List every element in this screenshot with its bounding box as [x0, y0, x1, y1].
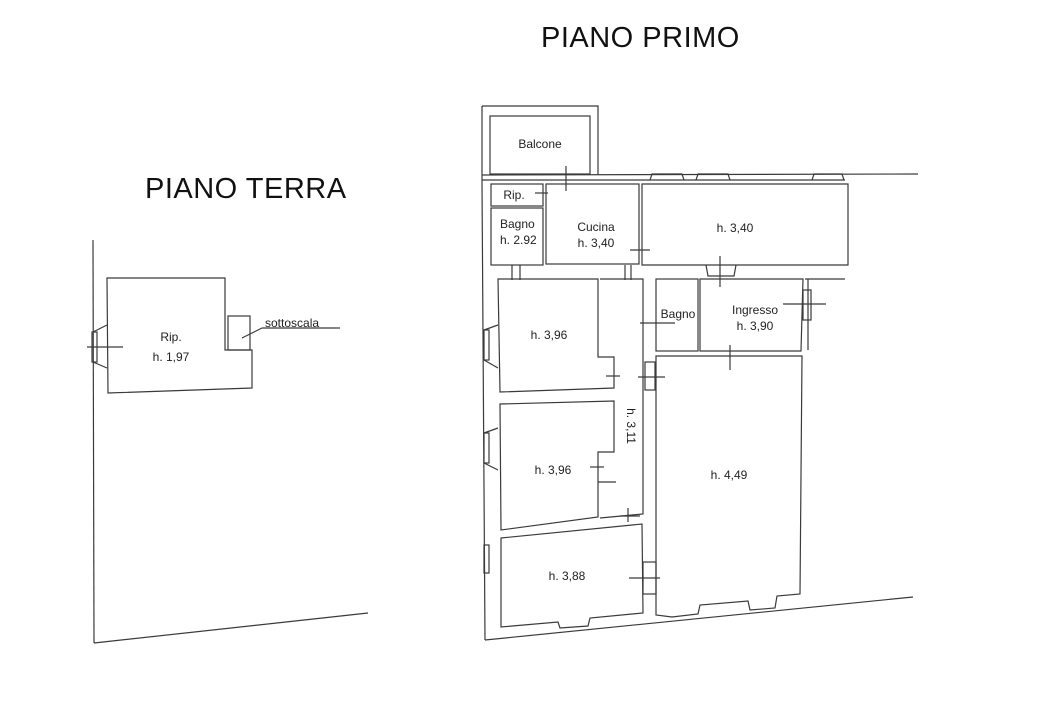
room-label-bagno-1: Bagno h. 2.92	[492, 216, 552, 248]
room-height: h. 1,97	[152, 350, 190, 364]
room-label-living-top: h. 3,40	[716, 221, 754, 235]
room-label-ingresso: Ingresso h. 3,90	[720, 302, 790, 334]
room-label-bedroom-3: h. 3,88	[548, 569, 586, 583]
room-name: Rip.	[160, 330, 182, 344]
room-label-living-main: h. 4,49	[710, 468, 748, 482]
room-height: h. 2.92	[500, 233, 537, 247]
room-label-rip: Rip.	[503, 188, 525, 202]
room-name: Cucina	[577, 220, 615, 234]
room-label-balcone: Balcone	[518, 137, 562, 151]
title-piano-terra: PIANO TERRA	[145, 173, 347, 205]
room-label-bagno-2: Bagno	[660, 307, 696, 321]
room-height: h. 3,40	[577, 236, 615, 250]
title-piano-primo: PIANO PRIMO	[541, 22, 740, 54]
room-label-rip-ground: Rip. h. 1,97	[146, 329, 196, 365]
room-label-cucina: Cucina h. 3,40	[560, 219, 632, 251]
ground-floor-plan	[87, 239, 369, 644]
room-height: h. 3,90	[736, 319, 774, 333]
room-label-bedroom-1: h. 3,96	[530, 328, 568, 342]
annotation-sottoscala: sottoscala	[265, 316, 320, 330]
first-floor-plan	[481, 105, 919, 641]
room-label-corridor: h. 3,11	[624, 408, 638, 444]
room-label-bedroom-2: h. 3,96	[534, 463, 572, 477]
room-name: Ingresso	[731, 303, 779, 317]
room-name: Bagno	[500, 217, 535, 231]
